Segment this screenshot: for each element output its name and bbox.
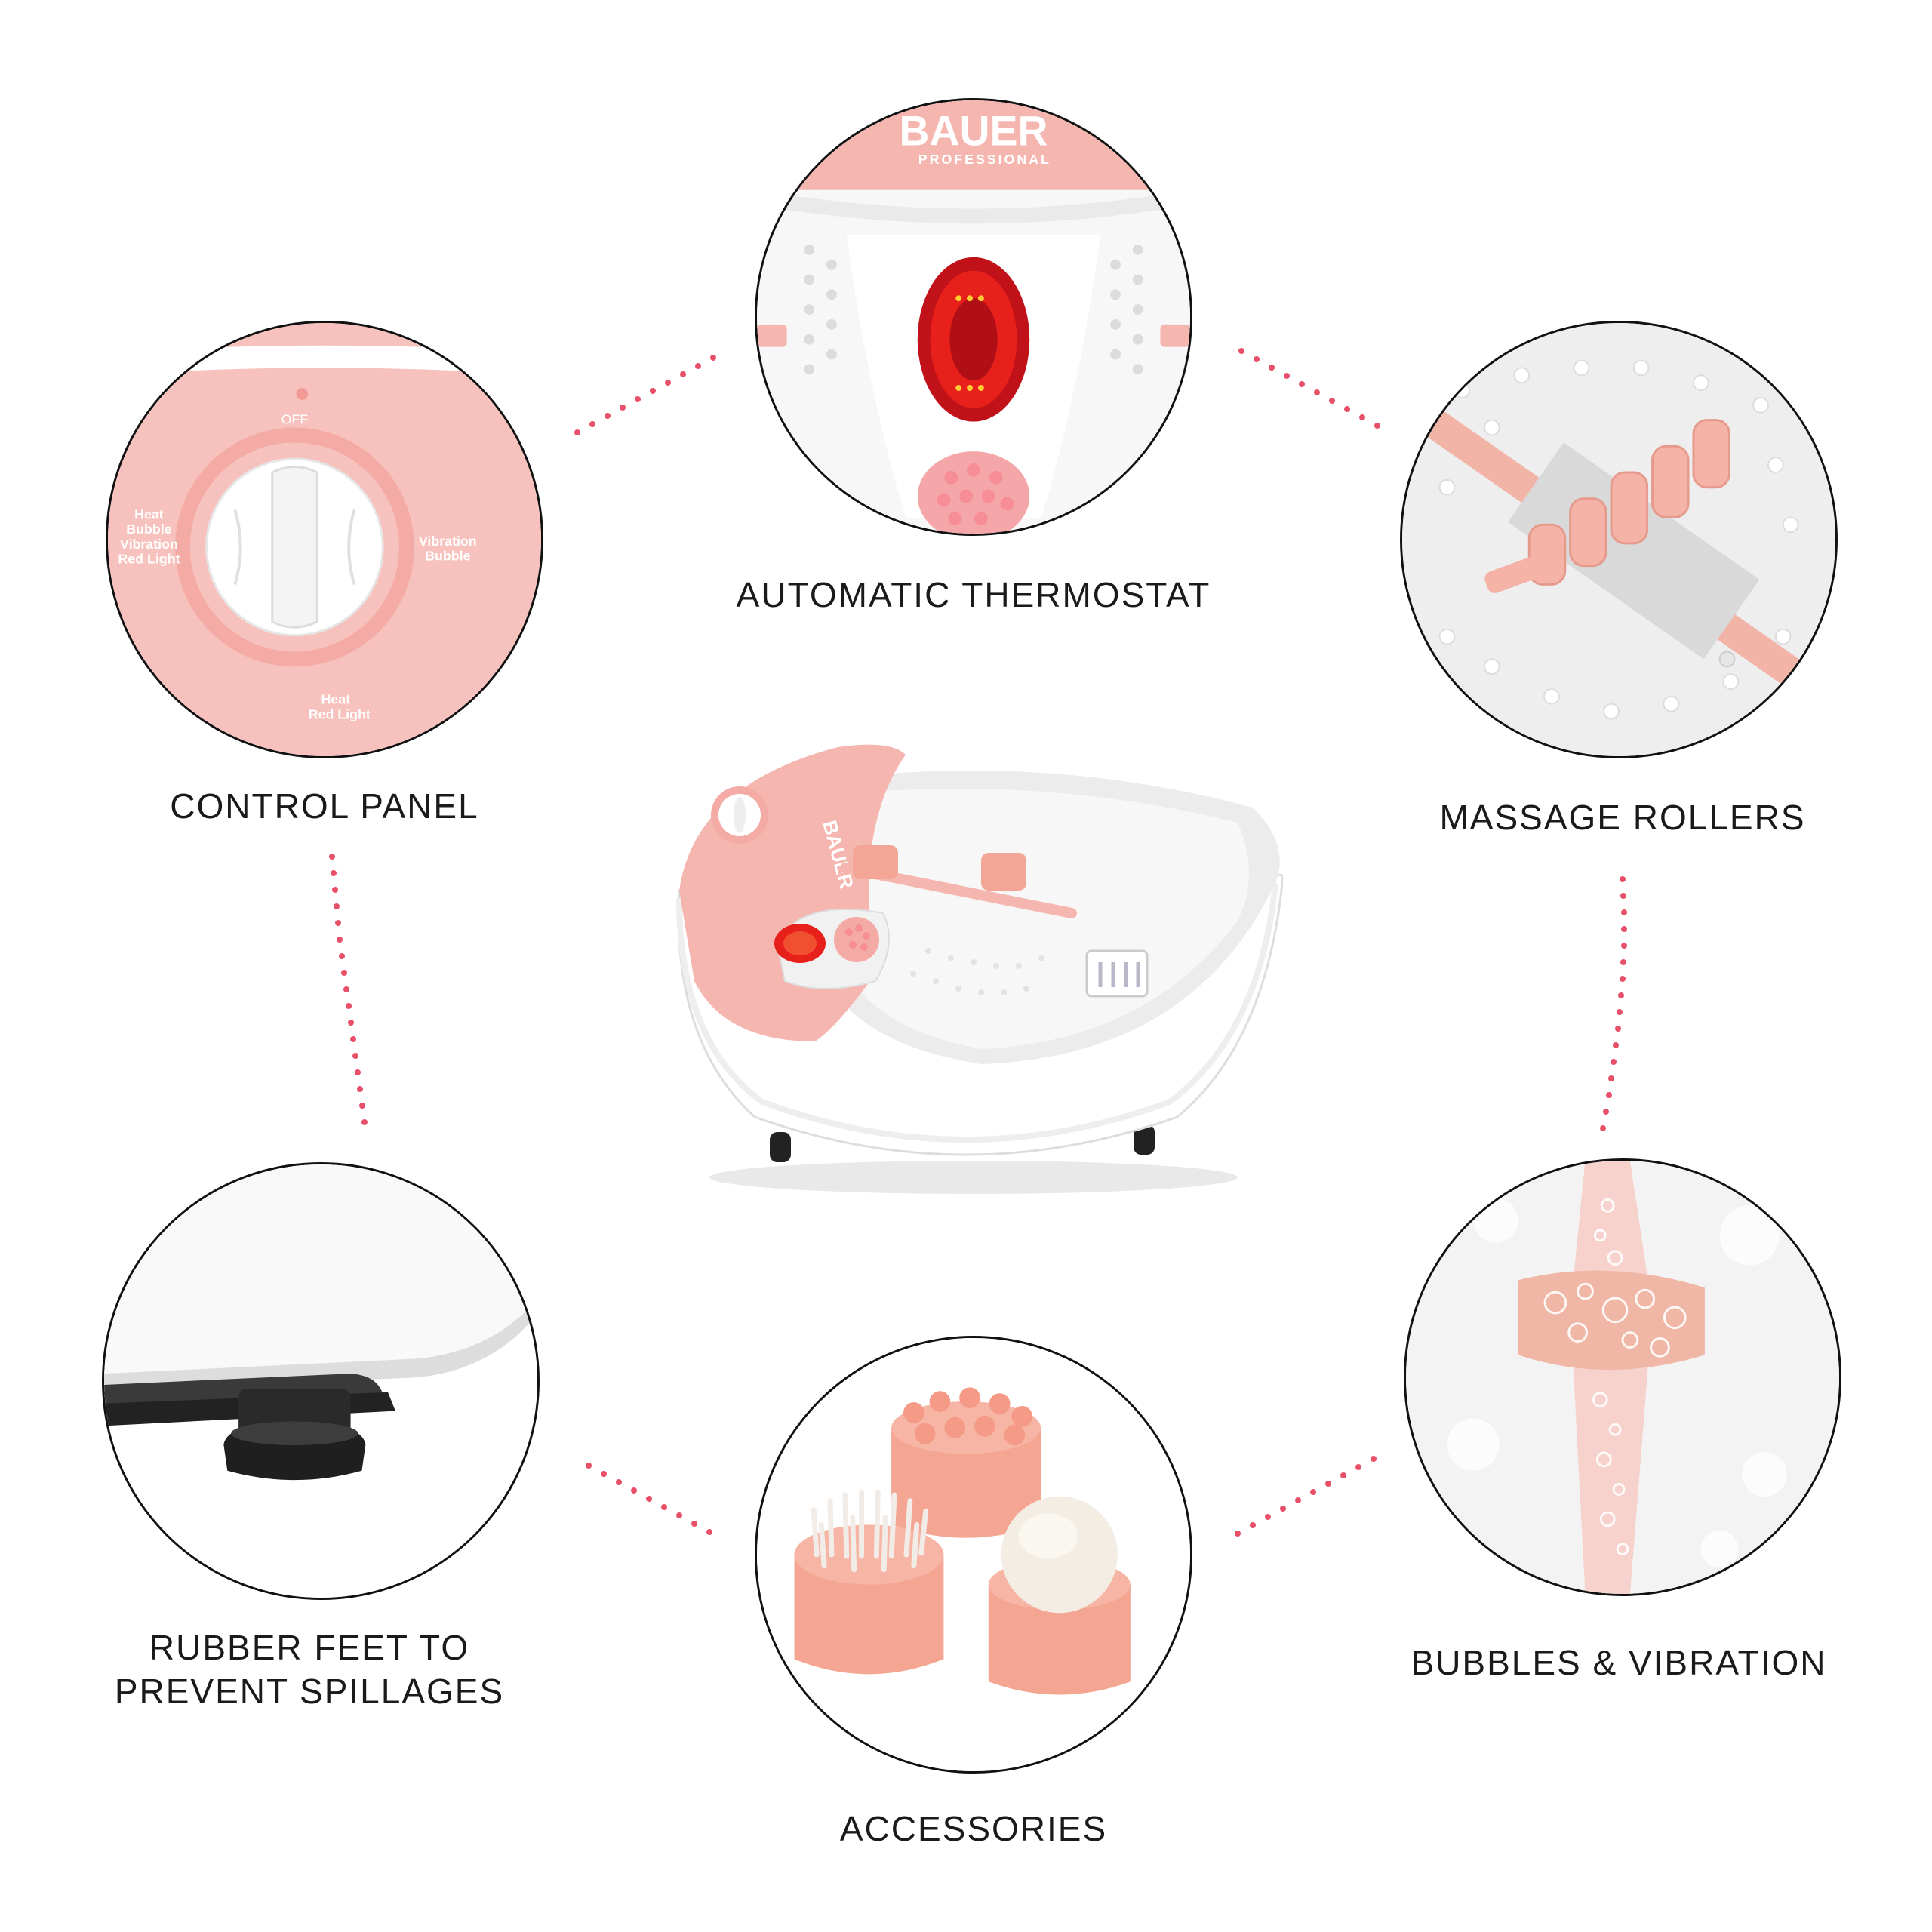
control-panel-photo: OFF Heat Bubble Vibration Red Light Vibr… (106, 321, 543, 758)
massage-rollers-photo (1400, 321, 1838, 758)
pumice-head (988, 1496, 1131, 1695)
dial-left-4: Red Light (118, 552, 180, 567)
bubbles-label: BUBBLES & VIBRATION (1411, 1643, 1827, 1682)
bubbles-illustration (1406, 1161, 1839, 1594)
massage-rollers-label: MASSAGE ROLLERS (1439, 798, 1806, 837)
dial-bottom-1: Heat (321, 692, 351, 707)
connector-right (1600, 876, 1627, 1131)
rubber-feet-photo (102, 1162, 540, 1600)
thermostat-brand-sub: PROFESSIONAL (918, 152, 1051, 167)
massage-rollers-illustration (1402, 323, 1835, 756)
rubber-feet-label-line1: RUBBER FEET TO (149, 1628, 470, 1667)
dial-left-3: Vibration (120, 537, 178, 552)
bubbles-photo (1404, 1158, 1841, 1596)
thermostat-photo: BAUER PROFESSIONAL (755, 98, 1192, 536)
nub-massager (891, 1387, 1041, 1538)
control-panel-label: CONTROL PANEL (170, 786, 479, 826)
thermostat-label: AUTOMATIC THERMOSTAT (736, 575, 1211, 614)
dial-right-2: Bubble (425, 549, 470, 564)
accessories-label: ACCESSORIES (839, 1809, 1108, 1848)
connector-left (329, 854, 368, 1125)
control-panel-illustration: OFF Heat Bubble Vibration Red Light Vibr… (108, 323, 541, 756)
rubber-feet-illustration (104, 1164, 537, 1598)
connector-top-left (574, 355, 716, 435)
thermostat-illustration: BAUER PROFESSIONAL (757, 100, 1190, 534)
dial-off-label: OFF (281, 412, 309, 427)
dial-left-2: Bubble (126, 521, 171, 537)
dial-right-1: Vibration (419, 534, 477, 549)
foot-spa-product: BAUER (676, 744, 1283, 1194)
thermostat-brand: BAUER (899, 107, 1048, 154)
rubber-feet-label: RUBBER FEET TO PREVENT SPILLAGES (60, 1626, 558, 1713)
dial-left-1: Heat (134, 506, 164, 521)
connector-top-right (1238, 348, 1380, 429)
accessories-photo (755, 1336, 1192, 1774)
dial-bottom-2: Red Light (309, 707, 371, 722)
connector-bottom-right (1235, 1456, 1377, 1537)
accessories-illustration (757, 1338, 1190, 1771)
rubber-feet-label-line2: PREVENT SPILLAGES (114, 1671, 505, 1711)
connector-bottom-left (586, 1463, 712, 1535)
brush-head (794, 1489, 944, 1675)
